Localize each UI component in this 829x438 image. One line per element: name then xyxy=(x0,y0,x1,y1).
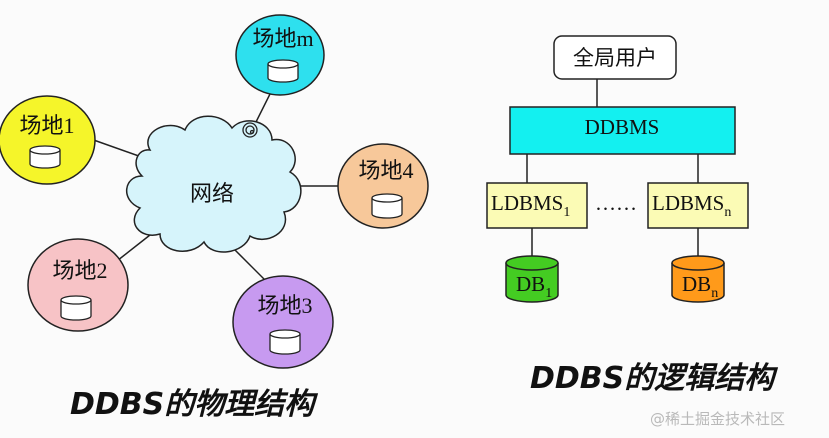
db-n-label: DBn xyxy=(682,272,718,301)
site-2-label: 场地2 xyxy=(52,258,107,283)
site-2-circle xyxy=(27,238,129,332)
site-3-label: 场地3 xyxy=(257,293,312,318)
ldbms-1-label: LDBMS1 xyxy=(491,191,570,220)
network-cloud xyxy=(126,115,302,253)
site-1-database-icon xyxy=(29,145,61,169)
site-3-circle xyxy=(232,275,334,369)
ldbms-1-box: LDBMS1 xyxy=(486,182,588,229)
site-1-label: 场地1 xyxy=(19,113,74,138)
site-1: 场地1 xyxy=(0,95,96,185)
ldbms-ellipsis: …… xyxy=(595,191,637,215)
site-4: 场地4 xyxy=(337,143,429,229)
logical-structure: 全局用户 DDBMS LDBMS1 …… LDBMSn DB1 DBn xyxy=(486,35,778,396)
site-2-database-icon xyxy=(60,295,92,321)
network-node-marker xyxy=(242,122,258,138)
global-user-label: 全局用户 xyxy=(573,46,657,70)
db-1-cylinder: DB1 xyxy=(505,255,559,303)
physical-caption: DDBS的物理结构 xyxy=(70,387,318,422)
physical-structure: 网络 场地m 场地1 场地4 xyxy=(0,14,429,422)
site-1-circle xyxy=(0,95,96,185)
site-3: 场地3 xyxy=(232,275,334,369)
db-n-cylinder: DBn xyxy=(671,255,725,303)
site-4-label: 场地4 xyxy=(358,158,413,183)
site-m-label: 场地m xyxy=(252,26,313,51)
ddbms-box: DDBMS xyxy=(509,106,736,155)
site-m-database-icon xyxy=(267,59,299,83)
ldbms-n-box: LDBMSn xyxy=(647,182,749,229)
ldbms-n-label: LDBMSn xyxy=(652,191,731,220)
watermark: @稀土掘金技术社区 xyxy=(650,410,785,428)
global-user-box: 全局用户 xyxy=(553,35,677,80)
logical-caption: DDBS的逻辑结构 xyxy=(530,361,778,396)
site-4-database-icon xyxy=(371,193,403,219)
network-label: 网络 xyxy=(190,181,234,206)
site-2: 场地2 xyxy=(27,238,129,332)
logical-links xyxy=(526,79,699,258)
db-1-label: DB1 xyxy=(516,272,552,301)
site-3-database-icon xyxy=(269,329,301,355)
site-4-circle xyxy=(337,143,429,229)
site-m-circle xyxy=(235,14,325,96)
ddbms-label: DDBMS xyxy=(585,115,660,139)
site-m: 场地m xyxy=(235,14,325,96)
